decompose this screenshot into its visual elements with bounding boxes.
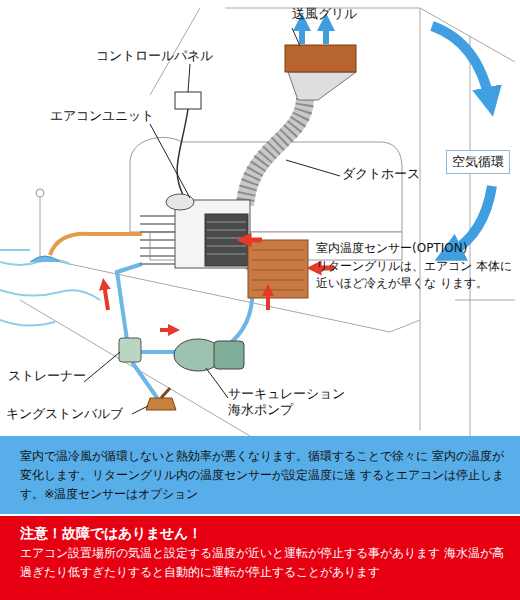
part-label: コントロールパネル — [96, 48, 213, 64]
part-label: 送風グリル — [292, 6, 357, 22]
control-panel — [175, 92, 201, 109]
grille-slats — [252, 250, 304, 290]
cabin-lines — [20, 8, 515, 436]
supply-grille — [285, 45, 356, 72]
duct-hose — [245, 98, 305, 205]
part-label: キングストンバルブ — [6, 406, 123, 422]
pump-motor — [214, 341, 244, 369]
part-label: ダクトホース — [342, 166, 420, 182]
unit-body — [175, 200, 250, 268]
warning-band: 注意！故障ではありません！エアコン設置場所の気温と設定する温度が近いと運転が停止… — [0, 516, 520, 600]
aircon-unit — [140, 194, 250, 268]
part-label: ストレーナー — [8, 368, 86, 384]
flow-arrow — [266, 290, 270, 310]
part-label: リターングリルは、エアコン 本体に近いほど冷えが早くな ります。 — [316, 258, 516, 292]
flow-arrow — [160, 328, 174, 332]
node-text: エアコン設置場所の気温と設定する温度が近いと運転が停止する事があります 海水温が… — [20, 544, 510, 582]
duct-hose-ribs — [245, 98, 305, 205]
kingston-valve — [146, 398, 176, 410]
panel-wire — [177, 109, 188, 200]
text-wrap: 空気循環 — [452, 155, 504, 169]
water-pipe — [117, 264, 142, 340]
flow-box: 空気循環 — [446, 150, 510, 174]
sea-water — [0, 250, 100, 326]
unit-coil — [140, 216, 176, 264]
strainer — [119, 338, 141, 362]
flow-arrow — [104, 284, 108, 310]
band-heading: 注意！故障ではありません！ — [20, 522, 510, 544]
valve-handle — [161, 388, 170, 398]
water-inlet — [30, 256, 60, 262]
unit-blower — [205, 214, 248, 266]
note-band: 室内で温冷風が循環しないと熱効率が悪くなります。循環することで徐々に 室内の温度… — [0, 436, 520, 514]
air-out-arrow — [299, 22, 305, 44]
post-cap — [36, 189, 44, 197]
return-grille — [248, 240, 308, 298]
air-out-arrow — [323, 22, 329, 44]
discharge-pipe — [50, 234, 142, 255]
node-text: 室内で温冷風が循環しないと熱効率が悪くなります。循環することで徐々に 室内の温度… — [20, 446, 504, 503]
flow-arrow — [244, 238, 262, 243]
circulation-arrow — [432, 26, 490, 102]
part-label: サーキュレーション 海水ポンプ — [228, 386, 358, 418]
leader-lines — [84, 28, 340, 414]
water-pipe — [140, 350, 176, 354]
blower-slats — [207, 222, 246, 254]
water-pipe — [132, 362, 160, 402]
node-text: 空気循環 — [452, 155, 504, 169]
part-label: 室内温度センサー(OPTION) — [316, 240, 467, 256]
part-label: エアコンユニット — [50, 108, 154, 124]
compressor — [166, 194, 194, 210]
duct-funnel — [288, 72, 356, 100]
